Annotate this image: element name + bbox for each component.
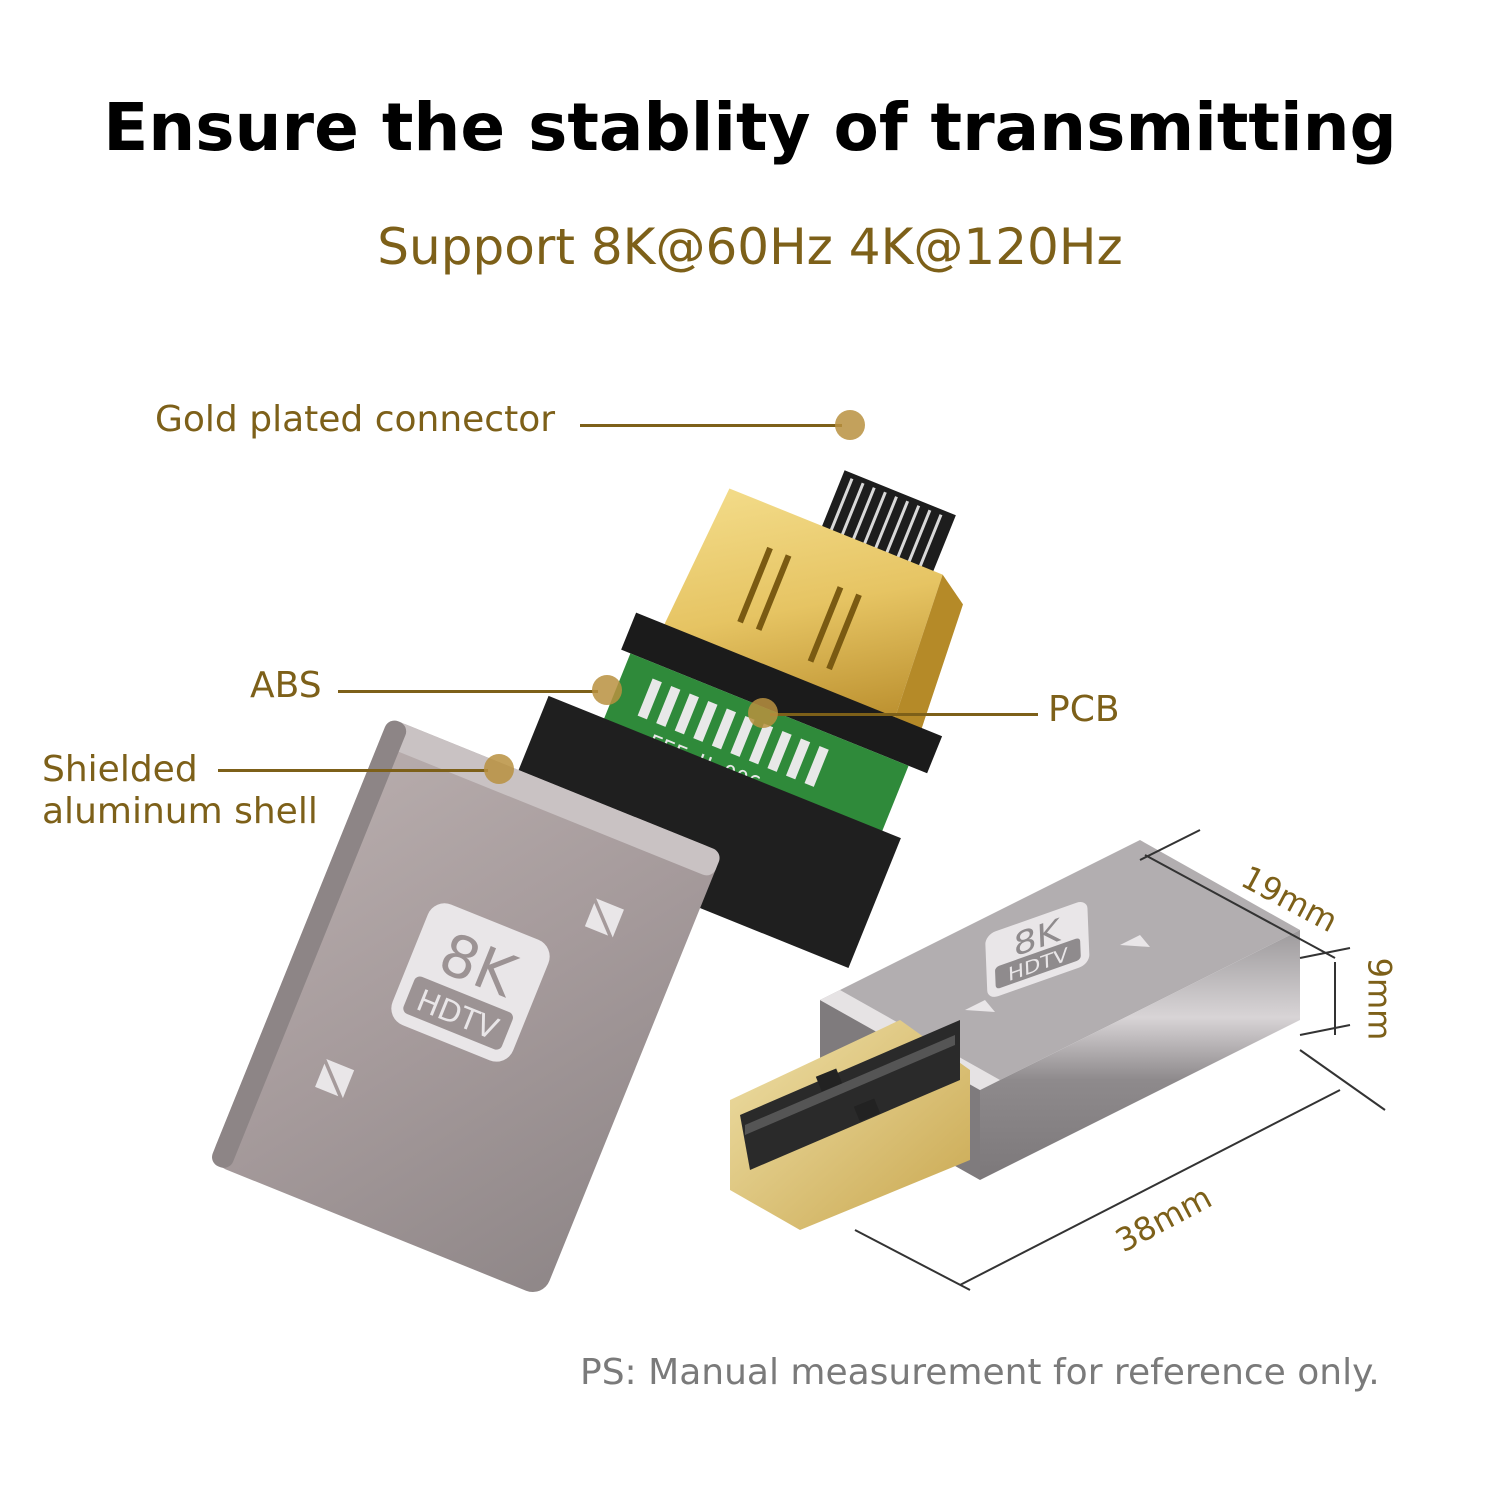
dimension-lines [854,829,1386,1291]
abs-frame [621,612,943,774]
callout-abs: ABS [250,665,322,706]
callout-pcb: PCB [1048,689,1120,730]
page-subtitle: Support 8K@60Hz 4K@120Hz [377,218,1123,276]
badge-8k-hdtv-small: 8K HDTV [985,902,1090,997]
assembled-adapter: 8K HDTV [730,840,1300,1230]
aluminum-shell: 8K HDTV [211,720,720,1293]
measurement-note: PS: Manual measurement for reference onl… [580,1352,1380,1393]
page-title: Ensure the stablity of transmitting [103,89,1397,166]
callout-leader-abs [338,690,598,693]
callout-leader-gold [580,424,842,427]
abs-housing [496,695,901,968]
badge-8k-hdtv: 8K HDTV [391,903,550,1062]
callout-dot-gold [835,410,865,440]
gold-connector [660,488,963,757]
callout-gold-plated-connector: Gold plated connector [155,399,556,440]
exploded-adapter: FEF-H-006 8K HDTV [211,470,963,1293]
callout-dot-shell [484,754,514,784]
hdmi-plug [730,1020,970,1230]
callout-leader-shell [218,769,488,772]
dimension-height: 9mm [1360,957,1399,1041]
callout-shell-line1: Shielded [42,749,198,790]
callout-dot-pcb [748,698,778,728]
callout-leader-pcb [770,713,1038,716]
callout-shell-line2: aluminum shell [42,791,318,832]
callout-dot-abs [592,675,622,705]
